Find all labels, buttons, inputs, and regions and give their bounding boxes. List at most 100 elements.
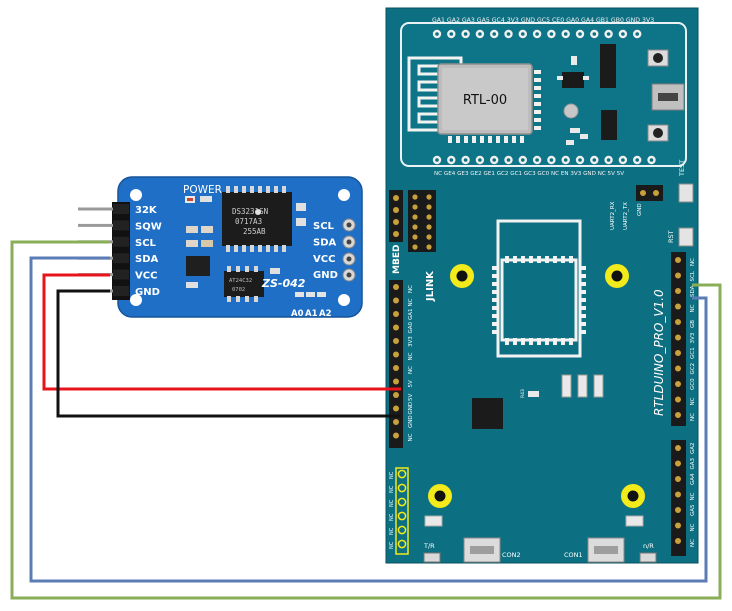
wire-scl bbox=[10, 240, 722, 600]
rtc-header-pin bbox=[78, 207, 118, 211]
rtc-components bbox=[185, 196, 306, 288]
tr-switch bbox=[423, 552, 441, 563]
right-header-pin bbox=[675, 288, 681, 294]
right-header-label: GC2 bbox=[690, 363, 696, 375]
left-header-label: NC bbox=[408, 285, 414, 293]
uart-header bbox=[636, 185, 663, 201]
uart2-rx-label: UART2_RX bbox=[610, 201, 616, 230]
left-header-pin bbox=[393, 392, 399, 398]
left-header-label: NC bbox=[408, 298, 414, 306]
nr-label: n/R bbox=[643, 542, 654, 550]
rtc-right-pin-label: SCL bbox=[313, 221, 335, 232]
right-header-pin bbox=[675, 522, 681, 529]
rst-label: RST bbox=[667, 230, 675, 243]
mbed-header bbox=[389, 190, 403, 242]
tr-label: T/R bbox=[423, 542, 435, 550]
right-header-label: GA5 bbox=[690, 504, 696, 516]
uart-gnd-label: GND bbox=[637, 203, 643, 216]
module-bottom-header bbox=[432, 155, 656, 165]
con1-label: CON1 bbox=[564, 551, 583, 559]
left-header-pin bbox=[393, 284, 399, 290]
left-header-pin bbox=[393, 405, 399, 412]
power-label: POWER bbox=[183, 184, 222, 196]
jlink-header bbox=[408, 190, 436, 252]
small-header-pin bbox=[397, 497, 407, 507]
mbed-label: MBED bbox=[392, 245, 402, 274]
small-header-label: NC bbox=[389, 527, 395, 535]
rtc-pin-label: 32K bbox=[135, 205, 158, 216]
rtc-right-pin-label: SDA bbox=[313, 237, 337, 248]
left-header-pin bbox=[393, 297, 399, 304]
right-header-label: NC bbox=[690, 304, 696, 312]
left-header-label: 5V bbox=[408, 394, 414, 401]
small-header-label: NC bbox=[389, 513, 395, 521]
right-header-pin bbox=[675, 445, 681, 451]
test-button bbox=[678, 183, 694, 203]
right-header-label: GB bbox=[690, 320, 696, 328]
small-header-pin bbox=[397, 511, 407, 521]
small-header-pin bbox=[397, 483, 407, 493]
usb-con1 bbox=[587, 537, 625, 563]
right-header-label: NC bbox=[690, 539, 696, 547]
left-header-label: NC bbox=[408, 352, 414, 360]
left-header-pin bbox=[393, 432, 399, 439]
right-header-pin bbox=[675, 381, 681, 387]
right-header-pin bbox=[675, 460, 681, 467]
module-components bbox=[557, 44, 685, 145]
ds3231-line3: 255AB bbox=[243, 227, 266, 236]
right-header-label: NC bbox=[690, 397, 696, 405]
small-header-pin bbox=[397, 525, 407, 535]
left-header-label: GA1 bbox=[408, 308, 414, 320]
eeprom-line2: 0702 bbox=[232, 287, 245, 293]
wires bbox=[10, 240, 722, 600]
usb-con2 bbox=[463, 537, 501, 563]
right-header-pin bbox=[675, 334, 681, 341]
small-header-label: NC bbox=[389, 485, 395, 493]
right-header-label: GA2 bbox=[690, 442, 696, 454]
rtc-header-pin bbox=[78, 223, 118, 227]
left-header-label: GA0 bbox=[408, 321, 414, 333]
rtc-pin-label: GND bbox=[135, 287, 160, 298]
rst-button bbox=[678, 227, 694, 247]
left-header-pin bbox=[393, 338, 399, 344]
address-pads bbox=[295, 292, 326, 297]
ds3231-line2: 0717A3 bbox=[235, 217, 262, 226]
left-header-label: NC bbox=[408, 433, 414, 441]
con2-label: CON2 bbox=[502, 551, 521, 559]
left-header-label: GND bbox=[408, 415, 414, 428]
left-header-pin bbox=[393, 419, 399, 425]
right-header-pin bbox=[675, 365, 681, 372]
left-header-pin bbox=[393, 365, 399, 371]
right-header-pin bbox=[675, 491, 681, 498]
jlink-label: JLINK bbox=[425, 270, 436, 302]
small-header-label: NC bbox=[389, 541, 395, 549]
right-header-pin bbox=[675, 319, 681, 325]
left-header-pin bbox=[393, 311, 399, 317]
right-header-pin bbox=[675, 303, 681, 310]
eeprom-line1: AT24C32 bbox=[229, 278, 252, 284]
right-header-label: GA3 bbox=[690, 457, 696, 469]
left-header-label: 5V bbox=[408, 380, 414, 387]
right-header-pin bbox=[675, 476, 681, 482]
left-header-label: 3V3 bbox=[408, 336, 414, 347]
nr-switch bbox=[639, 552, 657, 563]
right-header-label: NC bbox=[690, 523, 696, 531]
left-header-label: GND bbox=[408, 402, 414, 415]
right-header-label: SDA bbox=[690, 285, 696, 297]
rtc-pin-label: SDA bbox=[135, 254, 159, 265]
left-header-pin bbox=[393, 378, 399, 385]
center-chip-footprint bbox=[492, 219, 586, 358]
addr-a2: A2 bbox=[319, 309, 332, 319]
right-header-label: NC bbox=[690, 492, 696, 500]
rtl00-label: RTL-00 bbox=[463, 93, 507, 108]
right-header-label: GC0 bbox=[690, 378, 696, 390]
right-header-pin bbox=[675, 257, 681, 263]
test-label: TEST bbox=[678, 160, 686, 177]
rtc-right-pin-label: VCC bbox=[313, 254, 335, 265]
rtc-pin-label: VCC bbox=[135, 271, 157, 282]
